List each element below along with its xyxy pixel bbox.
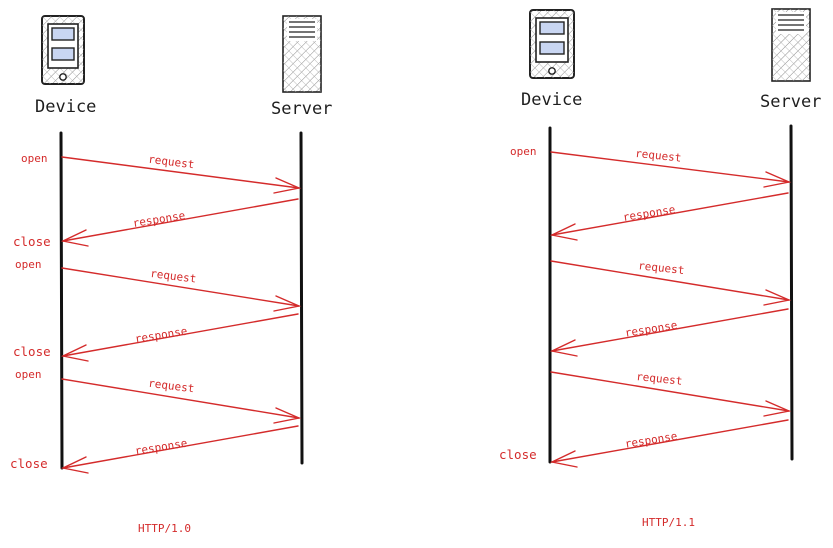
request-arrow — [550, 371, 792, 417]
request-label: request — [635, 147, 682, 165]
response-label: response — [624, 430, 678, 451]
panel-http10: Device Server open close open close open… — [10, 15, 332, 535]
close-marker: close — [499, 447, 537, 462]
request-label: request — [147, 153, 195, 172]
caption: HTTP/1.1 — [642, 516, 695, 529]
response-arrow — [549, 419, 789, 468]
device-label: Device — [35, 97, 96, 117]
close-marker: close — [13, 344, 51, 359]
request-label: request — [638, 259, 685, 277]
close-marker: close — [13, 234, 51, 249]
server-tower-icon — [771, 8, 811, 82]
close-marker: close — [10, 456, 48, 471]
request-arrow — [550, 151, 792, 188]
mobile-device-icon — [41, 15, 85, 85]
response-arrow — [549, 308, 789, 357]
server-label: Server — [760, 92, 821, 112]
response-arrow — [549, 192, 789, 241]
response-arrow — [60, 198, 299, 247]
response-label: response — [134, 437, 188, 458]
mobile-device-icon — [529, 9, 575, 79]
open-marker: open — [15, 258, 42, 271]
device-label: Device — [521, 90, 582, 110]
request-label: request — [636, 370, 683, 388]
response-arrow — [60, 313, 299, 362]
request-arrow — [61, 267, 302, 312]
open-marker: open — [21, 152, 48, 165]
device-lifeline — [59, 131, 64, 470]
request-arrow — [61, 156, 302, 194]
open-marker: open — [15, 368, 42, 381]
response-label: response — [132, 209, 186, 230]
server-label: Server — [271, 99, 332, 119]
server-lifeline — [299, 131, 304, 465]
server-tower-icon — [282, 15, 322, 93]
request-arrow — [550, 260, 792, 306]
open-marker: open — [510, 145, 537, 158]
response-label: response — [622, 203, 676, 224]
response-label: response — [134, 325, 188, 346]
caption: HTTP/1.0 — [138, 522, 191, 535]
server-lifeline — [789, 124, 794, 461]
request-label: request — [147, 377, 195, 396]
request-label: request — [149, 267, 197, 286]
response-arrow — [60, 425, 299, 474]
request-arrow — [61, 378, 302, 424]
panel-http11: Device Server open close request respo — [499, 8, 821, 529]
response-label: response — [624, 319, 678, 340]
